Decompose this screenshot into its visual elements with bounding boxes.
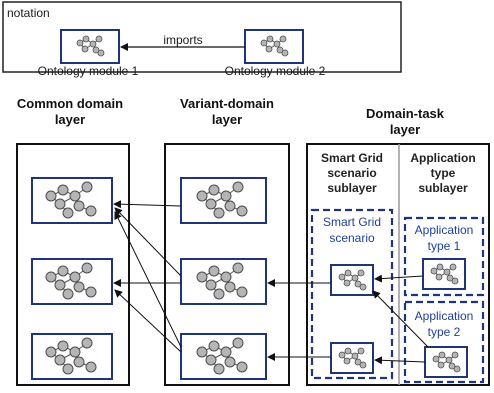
app-type-2-group bbox=[403, 300, 485, 384]
legend-imports-label: imports bbox=[163, 33, 202, 47]
legend-module-2 bbox=[244, 29, 304, 64]
domain-task-layer bbox=[306, 143, 490, 386]
legend-module-2-label: Ontology module 2 bbox=[225, 64, 326, 78]
import-arrows bbox=[113, 200, 429, 365]
notation-title: notation bbox=[7, 6, 50, 20]
arrow-variant3-to-common2 bbox=[114, 289, 182, 353]
common-domain-layer bbox=[16, 143, 130, 386]
app-type-2-title-1: Application bbox=[415, 309, 474, 323]
legend-module-1-label: Ontology module 1 bbox=[38, 64, 139, 78]
arrow-app2-to-sg1 bbox=[372, 290, 429, 348]
app-type-2-title-2: type 2 bbox=[428, 325, 461, 339]
task-layer-title-1: Domain-task bbox=[366, 106, 445, 121]
variant-layer-title-2: layer bbox=[212, 112, 242, 127]
variant-layer-title-1: Variant-domain bbox=[180, 96, 274, 111]
sg-scenario-title-2: scenario bbox=[329, 231, 375, 245]
arrow-app2-to-sg2 bbox=[374, 356, 426, 365]
sg-sublayer-title-2: scenario bbox=[327, 166, 376, 180]
notation-legend: notation imports Ontology module 1 Ontol… bbox=[2, 1, 402, 78]
common-layer-title-2: layer bbox=[55, 112, 85, 127]
arrow-app1-to-sg1 bbox=[374, 274, 424, 283]
app-type-1-title-1: Application bbox=[415, 223, 474, 237]
legend-module-1 bbox=[60, 29, 120, 64]
variant-domain-layer bbox=[164, 143, 290, 386]
app-sublayer-title-2: type bbox=[431, 166, 456, 180]
app-type-1-group bbox=[403, 216, 485, 297]
app-type-1-title-2: type 1 bbox=[428, 239, 461, 253]
sg-scenario-title-1: Smart Grid bbox=[323, 215, 381, 229]
task-layer-title-2: layer bbox=[390, 122, 420, 137]
notation-frame bbox=[2, 1, 402, 73]
sg-sublayer-title-1: Smart Grid bbox=[321, 151, 383, 165]
arrow-variant3-to-common1 bbox=[114, 211, 182, 348]
common-layer-title-1: Common domain bbox=[17, 96, 123, 111]
arrow-variant1-to-common1 bbox=[113, 200, 182, 209]
app-sublayer-title-3: sublayer bbox=[418, 181, 468, 195]
app-sublayer-title-1: Application bbox=[410, 151, 475, 165]
sg-scenario-group bbox=[310, 208, 394, 380]
sg-sublayer-title-3: sublayer bbox=[327, 181, 377, 195]
arrow-variant2-to-common1 bbox=[114, 207, 182, 277]
